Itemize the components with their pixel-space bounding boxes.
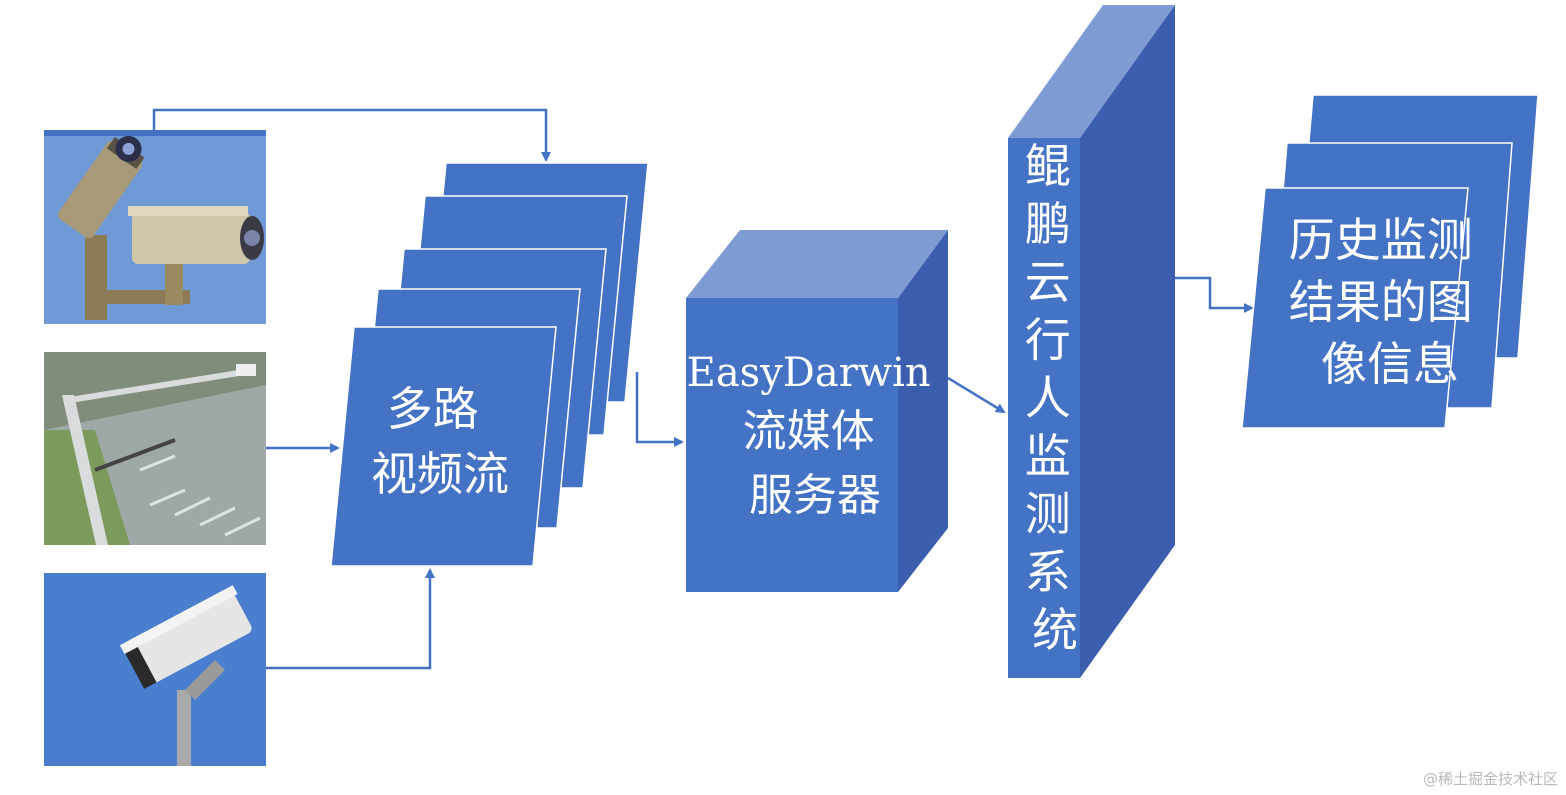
kunpeng-label: 鲲 鹏 云 行 人 监 测 系 统 [1025, 139, 1086, 657]
single-cctv-camera-icon [119, 585, 252, 766]
stream-card-1 [330, 326, 557, 567]
arrow-camera3-to-streams [266, 568, 435, 670]
kunpeng-side [1080, 5, 1175, 678]
media-server-label: EasyDarwin 流媒体 服务器 [687, 350, 944, 521]
kunpeng-system-box [1008, 5, 1175, 678]
kunpeng-front [1008, 138, 1080, 678]
history-stack [1241, 94, 1539, 429]
video-streams-stack [330, 162, 649, 567]
connectors [152, 108, 1254, 670]
arrow-camera1-to-streams [152, 108, 551, 162]
history-label: 历史监测 结果的图 像信息 [1289, 213, 1488, 391]
street-pole-camera-icon [62, 364, 256, 545]
media-server-front [686, 298, 898, 592]
media-server-box [686, 230, 948, 592]
camera-photo-3 [44, 573, 266, 766]
video-streams-label: 多路 视频流 [371, 382, 509, 501]
media-server-side [898, 230, 948, 592]
history-card-1 [1241, 187, 1469, 429]
kunpeng-top [1008, 5, 1175, 138]
camera-photo-2 [44, 352, 266, 545]
camera-photo-1 [44, 130, 266, 324]
media-server-top [686, 230, 948, 298]
arrow-kunpeng-to-history [1175, 276, 1254, 313]
arrow-server-to-kunpeng [947, 376, 1006, 414]
watermark-text: @稀土掘金技术社区 [1422, 770, 1558, 788]
dual-cctv-camera-icon [58, 135, 264, 320]
arrow-streams-to-server [635, 372, 684, 447]
